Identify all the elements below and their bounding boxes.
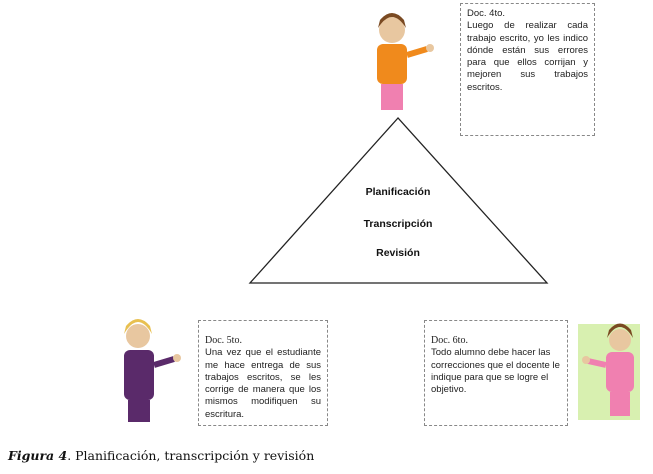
quote-text: Una vez que el estudiante me hace entreg…	[205, 347, 321, 420]
quote-box-4to: Doc. 4to. Luego de realizar cada trabajo…	[460, 3, 595, 136]
figure-caption: Figura 4. Planificación, transcripción y…	[8, 448, 314, 463]
caption-label: Figura 4	[8, 448, 68, 463]
quote-title: Doc. 5to.	[205, 335, 242, 346]
triangle	[248, 117, 549, 284]
quote-box-5to: Doc. 5to. Una vez que el estudiante me h…	[198, 320, 328, 426]
quote-text: Todo alumno debe hacer las correcciones …	[431, 347, 560, 396]
caption-text: . Planificación, transcripción y revisió…	[67, 448, 315, 463]
quote-text: Luego de realizar cada trabajo escrito, …	[467, 20, 588, 93]
quote-title: Doc. 6to.	[431, 335, 468, 346]
label-revision: Revisión	[376, 247, 420, 259]
quote-title: Doc. 4to.	[467, 8, 506, 19]
label-transcripcion: Transcripción	[363, 218, 433, 230]
teacher-6to-figure	[578, 323, 640, 420]
teacher-5to-figure	[124, 319, 181, 422]
teacher-4to-figure	[377, 13, 434, 110]
label-planificacion: Planificación	[365, 186, 431, 198]
quote-box-6to: Doc. 6to. Todo alumno debe hacer las cor…	[424, 320, 568, 426]
